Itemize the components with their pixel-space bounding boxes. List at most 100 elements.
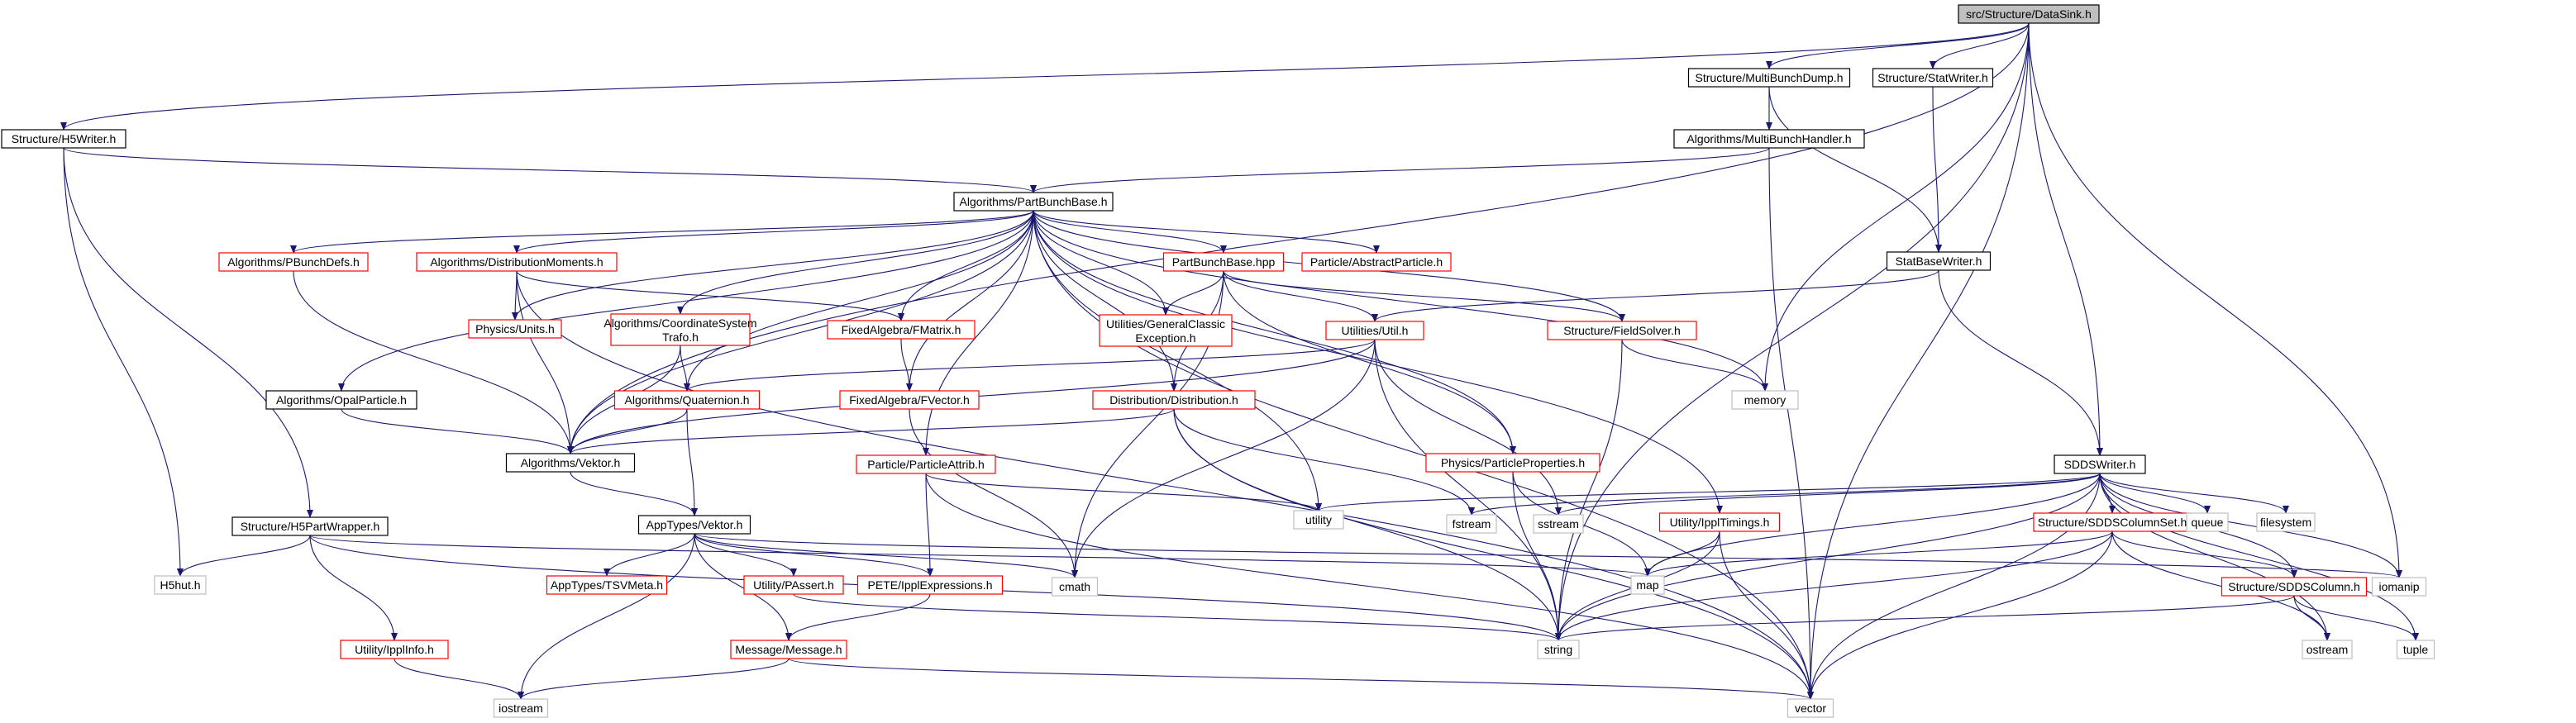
node-sddswriter[interactable]: SDDSWriter.h	[2054, 454, 2146, 474]
node-label: utility	[1305, 513, 1332, 526]
edge-sddswriter-to-tuple	[2099, 473, 2419, 641]
node-ostream[interactable]: ostream	[2302, 640, 2353, 659]
edge-h5partwrapper-to-h5hut	[177, 535, 311, 577]
edge-distmoments-to-vector	[516, 270, 1814, 700]
node-passert[interactable]: Utility/PAssert.h	[743, 575, 844, 595]
node-filesystem[interactable]: filesystem	[2256, 512, 2316, 532]
node-box	[743, 575, 844, 595]
node-multibunchhandler[interactable]: Algorithms/MultiBunchHandler.h	[1673, 129, 1865, 149]
node-memory[interactable]: memory	[1731, 390, 1799, 410]
edge-datasink-to-iomanip	[2028, 22, 2402, 578]
node-fstream[interactable]: fstream	[1446, 514, 1497, 534]
edge-partbunchbase-to-memory	[1033, 210, 1768, 392]
node-label: Algorithms/PBunchDefs.h	[227, 255, 360, 269]
node-multibunchdump[interactable]: Structure/MultiBunchDump.h	[1687, 68, 1851, 88]
edge-sddswriter-to-iomanip	[2099, 473, 2402, 578]
edge-sddscolumnset-to-map	[1644, 530, 2113, 577]
node-cmath[interactable]: cmath	[1051, 577, 1099, 597]
node-label: Algorithms/DistributionMoments.h	[430, 255, 603, 269]
node-box	[1658, 512, 1781, 532]
node-box	[1, 129, 126, 149]
node-statbasewriter[interactable]: StatBaseWriter.h	[1886, 251, 1992, 271]
node-ipplinfo[interactable]: Utility/IpplInfo.h	[340, 640, 449, 659]
node-quaternion[interactable]: Algorithms/Quaternion.h	[613, 390, 761, 410]
node-box	[2054, 454, 2146, 474]
node-sddscolumn[interactable]: Structure/SDDSColumn.h	[2221, 577, 2368, 597]
node-distmoments[interactable]: Algorithms/DistributionMoments.h	[416, 252, 618, 272]
node-iostream[interactable]: iostream	[493, 698, 549, 718]
node-label: StatBaseWriter.h	[1896, 254, 1982, 268]
node-tsvmeta[interactable]: AppTypes/TSVMeta.h	[546, 575, 668, 595]
node-label: FixedAlgebra/FMatrix.h	[842, 323, 961, 336]
node-iomanip[interactable]: iomanip	[2371, 577, 2427, 597]
edge-partbunchbasehpp-to-generalexc	[1162, 270, 1224, 316]
edge-datasink-to-string	[1555, 22, 2030, 641]
dependency-nodes: src/Structure/DataSink.hStructure/H5Writ…	[1, 4, 2435, 718]
node-distribution[interactable]: Distribution/Distribution.h	[1092, 390, 1256, 410]
node-vector[interactable]: vector	[1787, 698, 1834, 718]
node-box	[2186, 512, 2229, 532]
node-message[interactable]: Message/Message.h	[730, 640, 847, 659]
node-box	[468, 319, 562, 339]
edge-h5partwrapper-to-ipplinfo	[309, 535, 398, 641]
node-datasink[interactable]: src/Structure/DataSink.h	[1958, 4, 2100, 24]
node-statwriter[interactable]: Structure/StatWriter.h	[1872, 68, 1994, 88]
node-label: Particle/ParticleAttrib.h	[867, 458, 985, 471]
edge-partbunchbase-to-physunits	[512, 210, 1034, 321]
node-label: Physics/ParticleProperties.h	[1441, 456, 1585, 469]
node-sstream[interactable]: sstream	[1533, 514, 1584, 534]
node-h5hut[interactable]: H5hut.h	[154, 575, 207, 595]
node-label: memory	[1744, 393, 1787, 407]
node-box	[1872, 68, 1994, 88]
edge-fieldsolver-to-memory	[1621, 339, 1768, 392]
node-map[interactable]: map	[1630, 575, 1665, 595]
node-box	[493, 698, 549, 718]
edge-partbunchbase-to-coordtrafo	[677, 210, 1034, 315]
node-h5writer[interactable]: Structure/H5Writer.h	[1, 129, 126, 149]
edge-sddswriter-to-fstream	[1468, 473, 2101, 516]
node-string[interactable]: string	[1537, 640, 1580, 659]
edge-multibunchhandler-to-partbunchbase	[1030, 147, 1770, 193]
node-label: AppTypes/TSVMeta.h	[551, 578, 663, 592]
node-ipplexpr[interactable]: PETE/IpplExpressions.h	[856, 575, 1004, 595]
node-fieldsolver[interactable]: Structure/FieldSolver.h	[1547, 321, 1697, 340]
node-label: H5hut.h	[160, 578, 200, 592]
node-particleprops[interactable]: Physics/ParticleProperties.h	[1425, 453, 1600, 473]
node-box	[231, 516, 389, 536]
node-box	[613, 390, 761, 410]
node-physunits[interactable]: Physics/Units.h	[468, 319, 562, 339]
edge-fvector-to-cmath	[909, 408, 1078, 578]
node-sddscolumnset[interactable]: Structure/SDDSColumnSet.h	[2033, 512, 2192, 532]
node-h5partwrapper[interactable]: Structure/H5PartWrapper.h	[231, 516, 389, 536]
edge-partbunchbase-to-particleattrib	[923, 210, 1034, 456]
edge-sddswriter-to-sstream	[1555, 473, 2101, 516]
node-partbunchbase[interactable]: Algorithms/PartBunchBase.h	[953, 192, 1114, 212]
node-fmatrix[interactable]: FixedAlgebra/FMatrix.h	[827, 320, 976, 340]
node-utility[interactable]: utility	[1293, 510, 1344, 530]
node-opalparticle[interactable]: Algorithms/OpalParticle.h	[265, 390, 417, 410]
edge-sddswriter-to-vector	[1807, 473, 2101, 700]
edge-apptypesvektor-to-ipplexpr	[694, 533, 933, 577]
node-box	[637, 515, 751, 535]
node-box	[2221, 577, 2368, 597]
node-vektor[interactable]: Algorithms/Vektor.h	[505, 453, 636, 473]
node-label: Structure/StatWriter.h	[1877, 71, 1988, 84]
node-pbunchdefs[interactable]: Algorithms/PBunchDefs.h	[218, 252, 369, 272]
node-queue[interactable]: queue	[2186, 512, 2229, 532]
node-label: Structure/H5PartWrapper.h	[241, 520, 380, 533]
node-utilutil[interactable]: Utilities/Util.h	[1325, 321, 1424, 340]
node-label: tuple	[2403, 643, 2429, 656]
node-abstractparticle[interactable]: Particle/AbstractParticle.h	[1301, 252, 1452, 272]
node-partbunchbasehpp[interactable]: PartBunchBase.hpp	[1162, 252, 1285, 272]
node-particleattrib[interactable]: Particle/ParticleAttrib.h	[856, 454, 996, 474]
edge-apptypesvektor-to-message	[694, 533, 792, 641]
node-apptypesvektor[interactable]: AppTypes/Vektor.h	[637, 515, 751, 535]
node-ippltimings[interactable]: Utility/IpplTimings.h	[1658, 512, 1781, 532]
edge-h5writer-to-partbunchbase	[63, 147, 1037, 193]
edge-quaternion-to-vektor	[567, 408, 688, 454]
node-tuple[interactable]: tuple	[2396, 640, 2435, 659]
node-fvector[interactable]: FixedAlgebra/FVector.h	[839, 390, 980, 410]
edge-utilutil-to-cmath	[1071, 339, 1376, 578]
